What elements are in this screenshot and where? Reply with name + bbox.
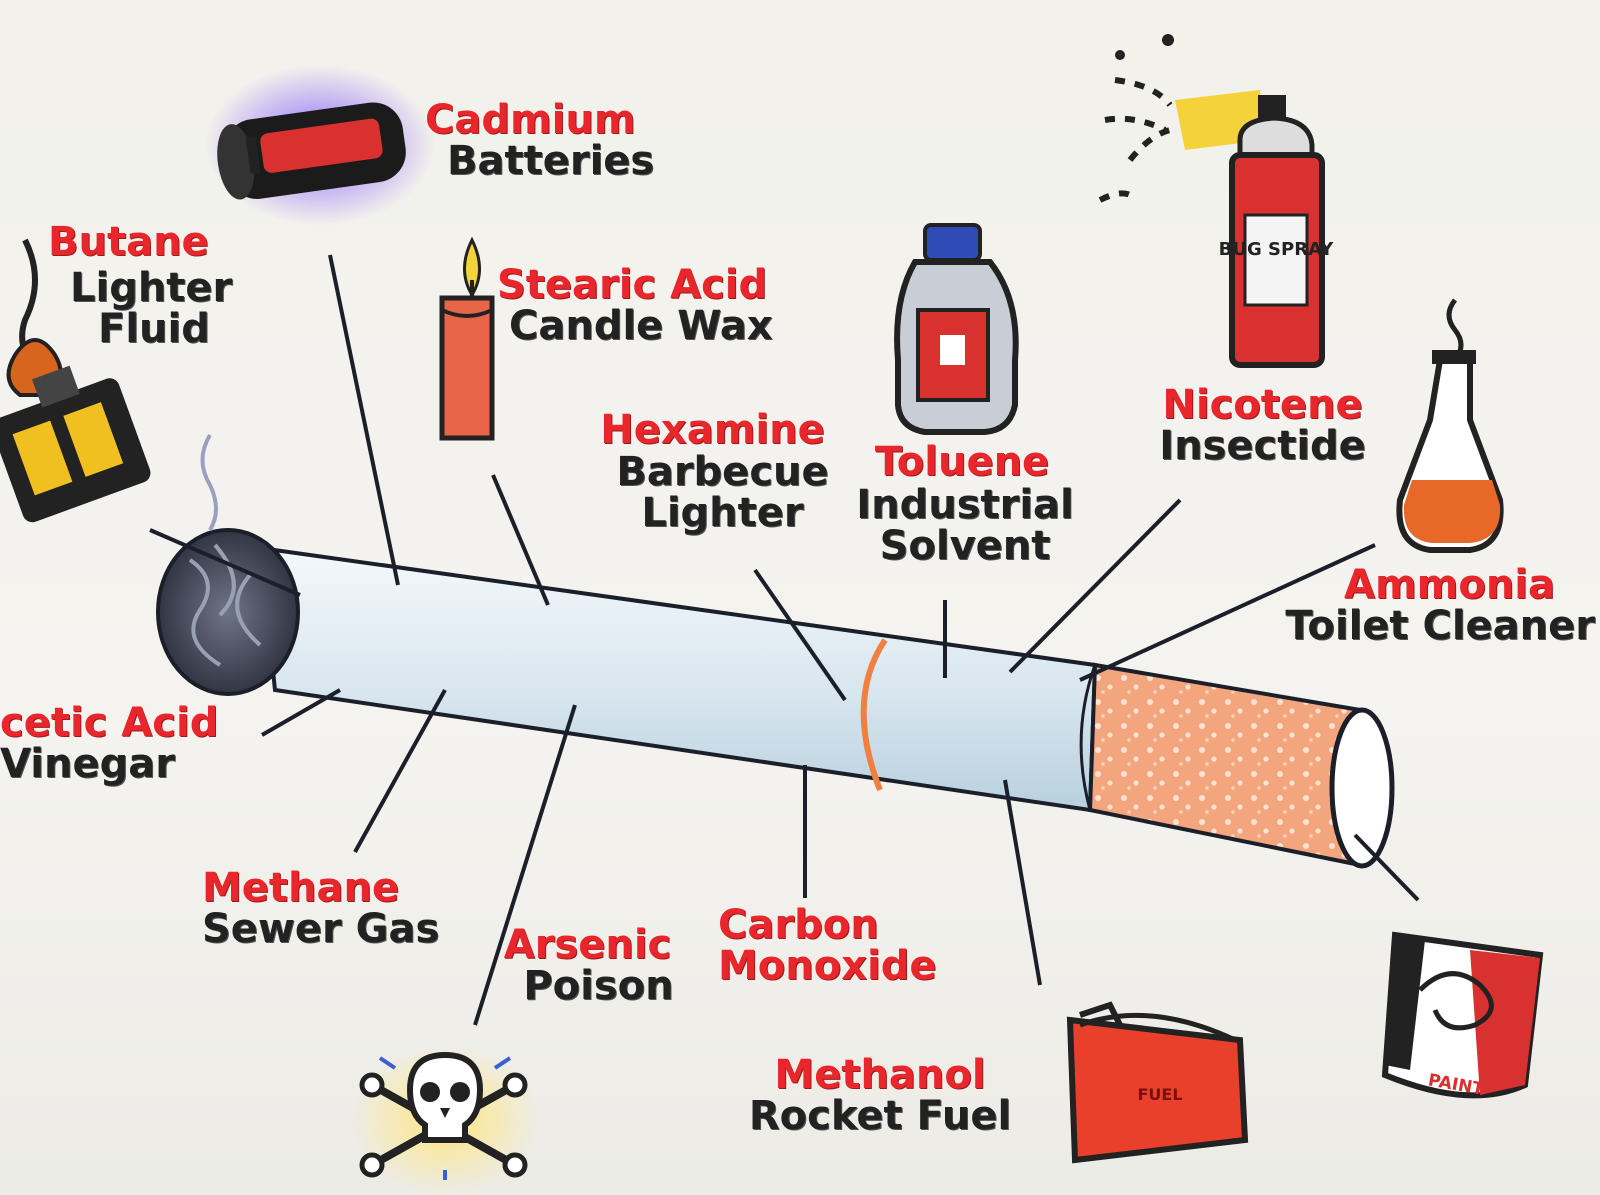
skull-crossbones-icon — [350, 1045, 540, 1195]
cigarette-paper — [257, 545, 1098, 813]
label-hexamine-use: Barbecue Lighter — [600, 452, 845, 534]
chemical-name: Ammonia — [1344, 562, 1555, 608]
label-hexamine: Hexamine — [590, 410, 835, 451]
label-methane: Methane Sewer Gas — [202, 868, 439, 950]
cigarette-ash-end — [156, 528, 300, 696]
cigarette-band — [860, 638, 888, 792]
label-arsenic: Arsenic Poison — [490, 925, 685, 1007]
label-methanol: Methanol Rocket Fuel — [740, 1055, 1020, 1137]
battery-icon — [205, 65, 435, 225]
leader-line-ammonia — [1079, 543, 1376, 682]
chemical-name: Arsenic — [503, 922, 672, 968]
chemical-use: Rocket Fuel — [748, 1092, 1012, 1139]
spray-can-text: BUG SPRAY — [1219, 239, 1335, 260]
candle-icon — [439, 236, 495, 441]
label-stearic-acid: Stearic Acid Candle Wax — [497, 265, 773, 347]
leader-line-hexamine — [753, 568, 847, 702]
leader-lines — [149, 254, 1420, 1026]
label-carbon-monoxide: Carbon Monoxide — [718, 905, 937, 987]
chemical-name: Stearic Acid — [497, 262, 768, 308]
label-toluene: Toluene — [852, 442, 1072, 483]
chemical-use: Poison — [523, 962, 674, 1009]
leader-line-stearic — [491, 474, 550, 606]
chemical-use: Insectide — [1159, 422, 1366, 469]
leader-line-cadmium — [328, 254, 400, 586]
chemical-use-line1: Industrial — [856, 482, 1074, 528]
label-butane-use: Lighter Fluid — [70, 268, 232, 350]
chemical-use-line2: Lighter — [641, 489, 804, 536]
lighter-icon — [0, 238, 218, 532]
cigarette-filter-end — [1329, 707, 1395, 869]
label-butane: Butane — [48, 222, 209, 263]
chemical-name-line2: Monoxide — [718, 942, 937, 989]
leader-line-acetic — [261, 688, 341, 737]
paint-can-icon: PAINT — [1381, 931, 1544, 1100]
leader-line-nicotene — [1008, 498, 1182, 674]
chemical-use: Vinegar — [0, 740, 175, 787]
leader-line-paint — [1353, 833, 1420, 902]
chemical-use-line2: Solvent — [879, 522, 1051, 569]
chemical-use-line2: Fluid — [98, 305, 210, 352]
chemical-name: Cadmium — [425, 97, 636, 143]
chemical-name-line1: Carbon — [718, 902, 879, 948]
fuel-can-text: FUEL — [1137, 1085, 1182, 1104]
leader-line-methanol — [1003, 779, 1042, 986]
chemical-use: Candle Wax — [509, 302, 773, 349]
chemical-name: Methane — [202, 865, 400, 911]
chemical-use-line1: Lighter — [70, 265, 233, 311]
label-cadmium: Cadmium Batteries — [425, 100, 654, 182]
spray-can-icon: BUG SPRAY — [1098, 34, 1335, 368]
fuel-can-icon: FUEL — [1066, 1001, 1249, 1164]
flask-icon — [1396, 298, 1504, 553]
leader-line-methane — [353, 689, 447, 853]
solvent-bottle-icon — [894, 223, 1019, 435]
chemical-use: Sewer Gas — [202, 905, 440, 952]
leader-line-arsenic — [473, 704, 577, 1026]
chemical-name: cetic Acid — [0, 700, 219, 746]
cigarette-filter — [1087, 662, 1362, 868]
chemical-name: Hexamine — [600, 407, 825, 453]
label-nicotene: Nicotene Insectide — [1150, 385, 1375, 467]
chemical-name: Butane — [48, 219, 209, 265]
chemical-use-line1: Barbecue — [616, 449, 829, 495]
cigarette — [156, 528, 1395, 869]
leader-line-butane — [149, 528, 301, 597]
label-ammonia: Ammonia Toilet Cleaner — [1265, 565, 1595, 647]
chemical-name: Methanol — [774, 1052, 986, 1098]
chemical-name: Nicotene — [1162, 382, 1363, 428]
label-acetic-acid: cetic Acid Vinegar — [0, 703, 218, 785]
chemical-name: Toluene — [874, 439, 1050, 485]
chemical-use: Batteries — [447, 137, 655, 184]
chemical-use: Toilet Cleaner — [1285, 602, 1595, 649]
label-toluene-use: Industrial Solvent — [850, 485, 1080, 567]
